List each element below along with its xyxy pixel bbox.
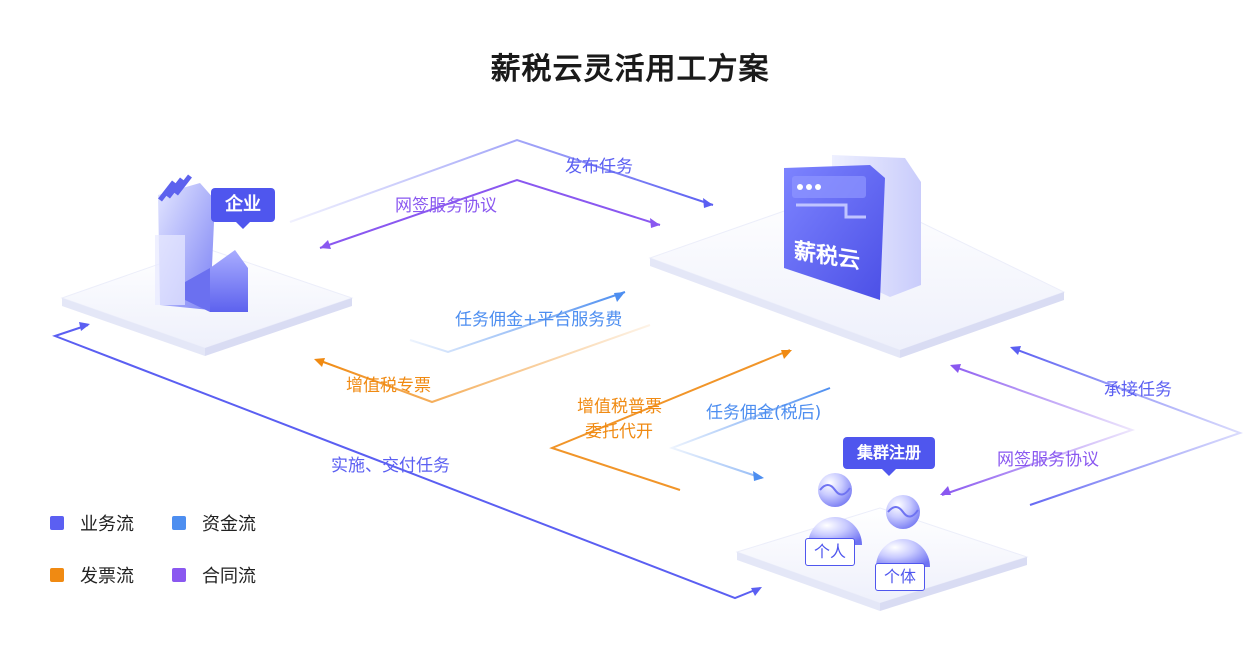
cluster-register-tag: 集群注册 bbox=[843, 437, 936, 476]
legend-item-fund: 资金流 bbox=[172, 513, 256, 537]
person-figure-icon bbox=[808, 473, 862, 545]
flow-line-commission-fee bbox=[409, 291, 626, 354]
flow-line-net-agreement-top bbox=[319, 178, 661, 249]
label-vat-special: 增值税专票 bbox=[346, 376, 431, 396]
legend-swatch-invoice bbox=[50, 568, 64, 582]
label-vat-general: 增值税普票 bbox=[577, 397, 662, 417]
legend-item-invoice: 发票流 bbox=[50, 565, 134, 589]
enterprise-tag: 企业 bbox=[211, 188, 275, 229]
legend-swatch-business bbox=[50, 516, 64, 530]
label-accept-task: 承接任务 bbox=[1104, 380, 1172, 400]
label-implement-deliver: 实施、交付任务 bbox=[331, 456, 450, 476]
label-net-agreement-top: 网签服务协议 bbox=[395, 196, 497, 216]
flow-line-implement-deliver bbox=[52, 324, 761, 600]
xinshuiyun-device-icon bbox=[784, 155, 921, 300]
label-entrusted-issue: 委托代开 bbox=[585, 422, 653, 442]
legend-item-business: 业务流 bbox=[50, 513, 134, 537]
individual-tag: 个体 bbox=[875, 563, 926, 591]
legend-label-fund: 资金流 bbox=[202, 514, 256, 535]
label-commission-after-tax: 任务佣金(税后) bbox=[706, 403, 822, 423]
label-publish-task: 发布任务 bbox=[565, 157, 633, 177]
legend-swatch-contract bbox=[172, 568, 186, 582]
person-tag: 个人 bbox=[805, 538, 856, 566]
legend-swatch-fund bbox=[172, 516, 186, 530]
flow-line-vat-special bbox=[317, 324, 651, 404]
legend-item-contract: 合同流 bbox=[172, 565, 256, 589]
legend-label-contract: 合同流 bbox=[202, 566, 256, 587]
flow-line-vat-general bbox=[549, 349, 791, 491]
flow-line-publish-task bbox=[289, 138, 714, 223]
legend-label-business: 业务流 bbox=[80, 514, 134, 535]
flow-line-net-agreement-right bbox=[941, 365, 1136, 496]
flow-line-accept-task bbox=[1011, 347, 1243, 506]
flow-line-commission-after-tax bbox=[669, 387, 831, 479]
legend-label-invoice: 发票流 bbox=[80, 566, 134, 587]
individual-figure-icon bbox=[876, 495, 930, 567]
label-net-agreement-right: 网签服务协议 bbox=[997, 450, 1099, 470]
label-commission-fee: 任务佣金+平台服务费 bbox=[455, 310, 623, 330]
enterprise-building-icon bbox=[155, 174, 248, 312]
diagram-title: 薪税云灵活用工方案 bbox=[490, 52, 770, 87]
